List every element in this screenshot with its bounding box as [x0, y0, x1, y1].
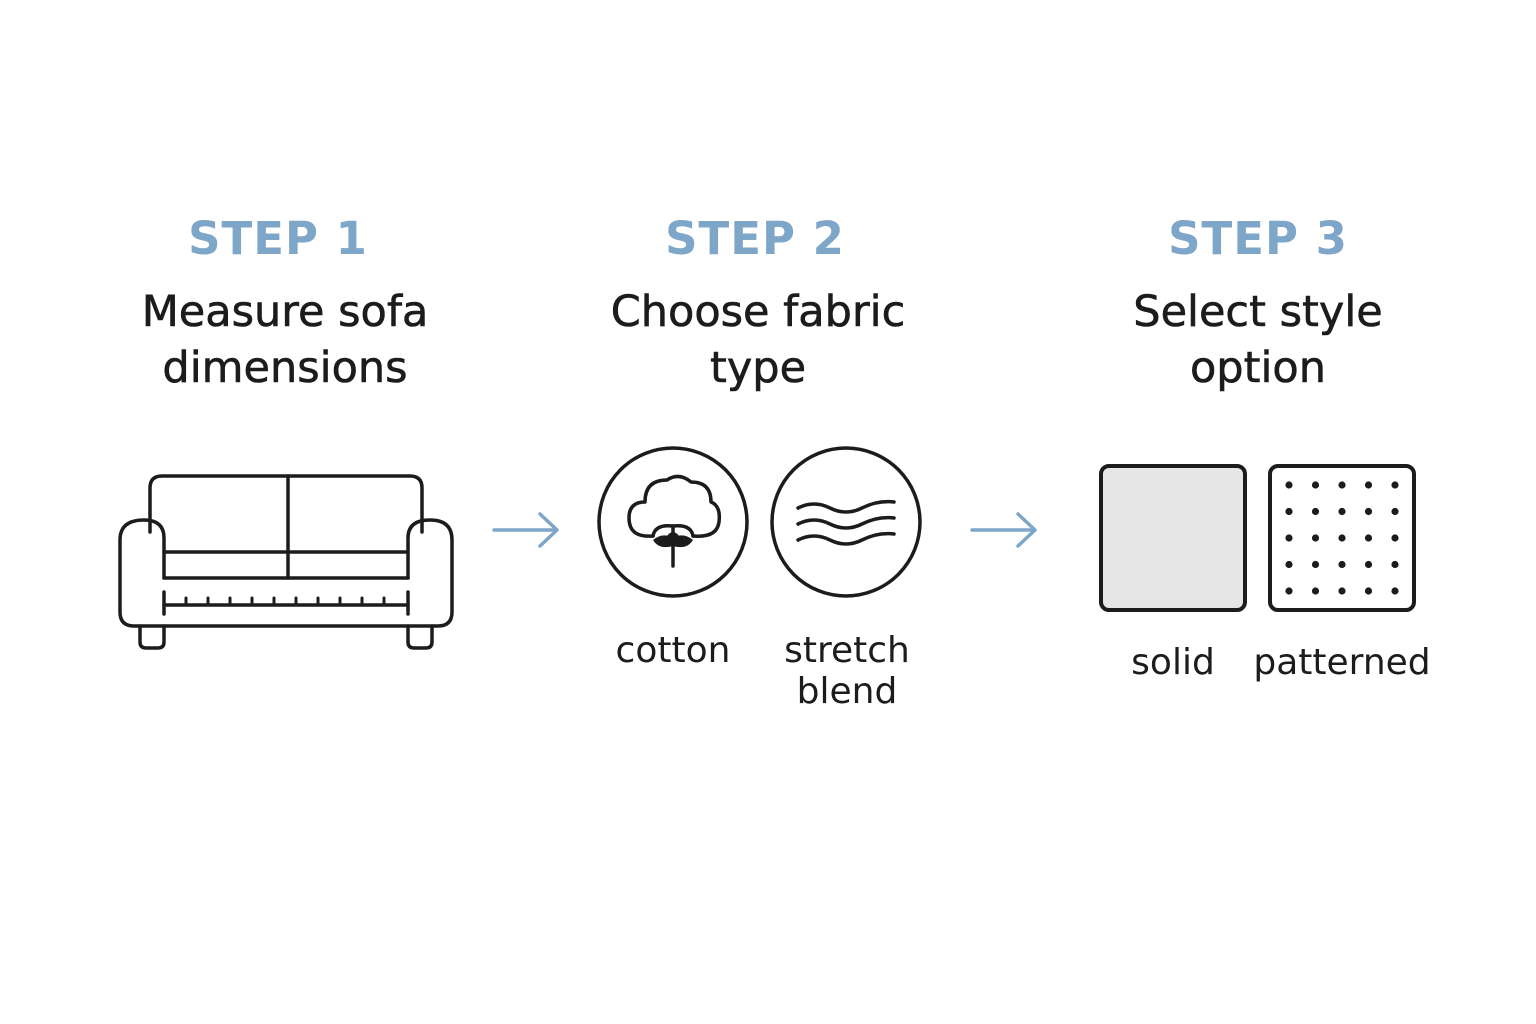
polka-dot [1364, 507, 1373, 516]
polka-dot [1338, 534, 1346, 542]
stretch-blend-label: stretch blend [762, 630, 932, 712]
polka-dot [1391, 534, 1399, 542]
polka-dot [1391, 481, 1399, 489]
step-1-title-line-1: Measure sofa [141, 287, 429, 338]
polka-dot [1364, 560, 1373, 569]
polka-dot [1311, 534, 1320, 542]
cotton-label-text: cotton [615, 630, 731, 671]
stretch-label-line-2: blend [796, 671, 898, 712]
polka-dot [1285, 534, 1293, 542]
polka-dot [1391, 507, 1399, 516]
polka-dot [1285, 507, 1293, 516]
arrow-right-icon [492, 512, 559, 548]
polka-dot [1338, 507, 1346, 516]
polka-dot [1338, 481, 1346, 489]
solid-label: solid [1131, 642, 1215, 683]
polka-dot [1311, 560, 1320, 569]
step-1-label: STEP 1 [188, 212, 368, 265]
polka-dot [1285, 481, 1293, 489]
step-3-label: STEP 3 [1168, 212, 1348, 265]
cotton-boll-icon [597, 446, 749, 598]
polka-dot [1364, 481, 1373, 489]
polka-dot [1285, 587, 1293, 595]
polka-dot [1311, 481, 1320, 489]
polka-dot [1364, 534, 1373, 542]
step-3-title-line-1: Select style [1133, 287, 1383, 338]
polka-dot [1285, 560, 1293, 569]
step-2-title: Choose fabric type [548, 284, 968, 396]
arrow-right-icon [970, 512, 1037, 548]
polka-dot [1364, 587, 1373, 595]
polka-dot [1391, 587, 1399, 595]
polka-dot [1391, 560, 1399, 569]
sofa-with-measuring-ruler-icon [118, 474, 454, 650]
solid-swatch-icon [1099, 464, 1247, 612]
polka-dot [1311, 587, 1320, 595]
step-3-title-line-2: option [1190, 343, 1327, 394]
polka-dot [1338, 560, 1346, 569]
cotton-label: cotton [590, 630, 756, 671]
polka-dot [1311, 507, 1320, 516]
step-2-title-line-1: Choose fabric [610, 287, 906, 338]
polka-dot-swatch-icon [1268, 464, 1416, 612]
stretch-label-line-1: stretch [784, 630, 910, 671]
polka-dot [1338, 587, 1346, 595]
step-2-title-line-2: type [709, 343, 807, 394]
patterned-label: patterned [1253, 642, 1431, 683]
step-1-title: Measure sofa dimensions [75, 284, 495, 396]
step-3-title: Select style option [1048, 284, 1468, 396]
step-2-label: STEP 2 [665, 212, 845, 265]
stretch-waves-icon [770, 446, 922, 598]
step-1-title-line-2: dimensions [162, 343, 408, 394]
